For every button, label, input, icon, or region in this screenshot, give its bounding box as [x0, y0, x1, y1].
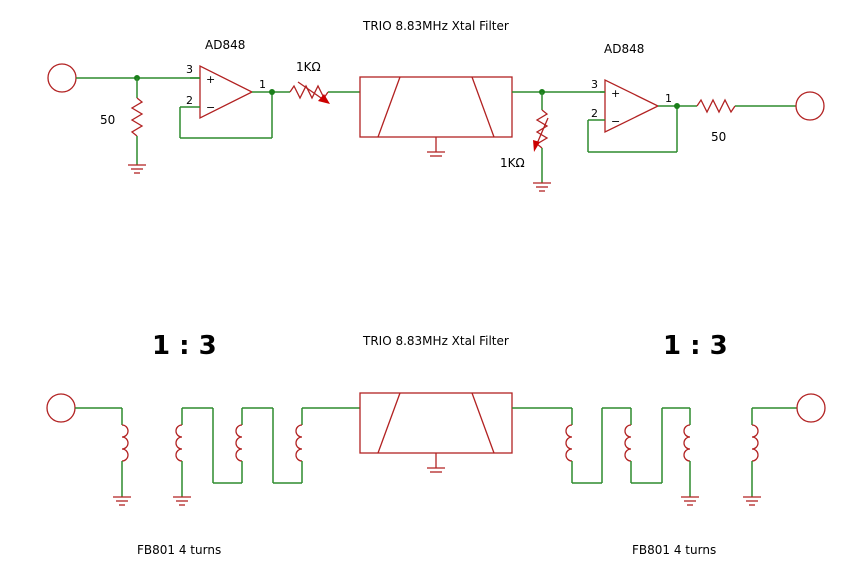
pin-2-label: 2: [591, 107, 598, 120]
resistor-50-output: [696, 98, 796, 114]
pot-2-label: 1KΩ: [500, 156, 525, 170]
inductor-6: [602, 407, 663, 484]
pin-minus: −: [611, 115, 620, 128]
pin-2-label: 2: [186, 94, 193, 107]
inductor-4: [295, 407, 360, 483]
potentiometer-1: [289, 81, 360, 104]
opamp-2-label: AD848: [604, 42, 644, 56]
pot-1-label: 1KΩ: [296, 60, 321, 74]
inductor-2: [173, 407, 242, 506]
inductor-5: [512, 407, 603, 484]
output-port-top: [795, 91, 825, 121]
resistor-out-label: 50: [711, 130, 726, 144]
inductor-8: [743, 407, 797, 506]
core-right-label: FB801 4 turns: [632, 543, 716, 557]
pin-plus: +: [611, 87, 620, 100]
pin-1-label: 1: [665, 92, 672, 105]
xtal-filter-top: [359, 76, 513, 157]
opamp-1: + − 3 2 1: [179, 63, 290, 139]
resistor-50-input: [128, 78, 146, 174]
filter-title-bottom: TRIO 8.83MHz Xtal Filter: [362, 334, 509, 348]
pin-3-label: 3: [591, 78, 598, 91]
output-port-bottom: [796, 393, 826, 423]
inductor-7: [662, 407, 699, 506]
ratio-left: 1 : 3: [152, 331, 217, 361]
pin-1-label: 1: [259, 78, 266, 91]
inductor-1: [113, 424, 131, 506]
pin-minus: −: [206, 101, 215, 114]
input-port-top: [47, 63, 77, 93]
ratio-right: 1 : 3: [663, 331, 728, 361]
inductor-3: [235, 407, 302, 484]
resistor-in-label: 50: [100, 113, 115, 127]
filter-title-top: TRIO 8.83MHz Xtal Filter: [362, 19, 509, 33]
xtal-filter-bottom: [359, 392, 513, 473]
opamp-1-label: AD848: [205, 38, 245, 52]
ground-symbol: [128, 164, 146, 174]
potentiometer-2: [533, 92, 551, 192]
pin-3-label: 3: [186, 63, 193, 76]
input-port-bottom: [46, 393, 76, 423]
pin-plus: +: [206, 73, 215, 86]
bottom-circuit: 1 : 3 1 : 3 TRIO 8.83MHz Xtal Filter: [46, 331, 826, 557]
top-circuit: 50 + − 3 2 1 AD848 1KΩ: [47, 19, 825, 192]
opamp-2: + − 3 2 1: [587, 78, 697, 153]
core-left-label: FB801 4 turns: [137, 543, 221, 557]
